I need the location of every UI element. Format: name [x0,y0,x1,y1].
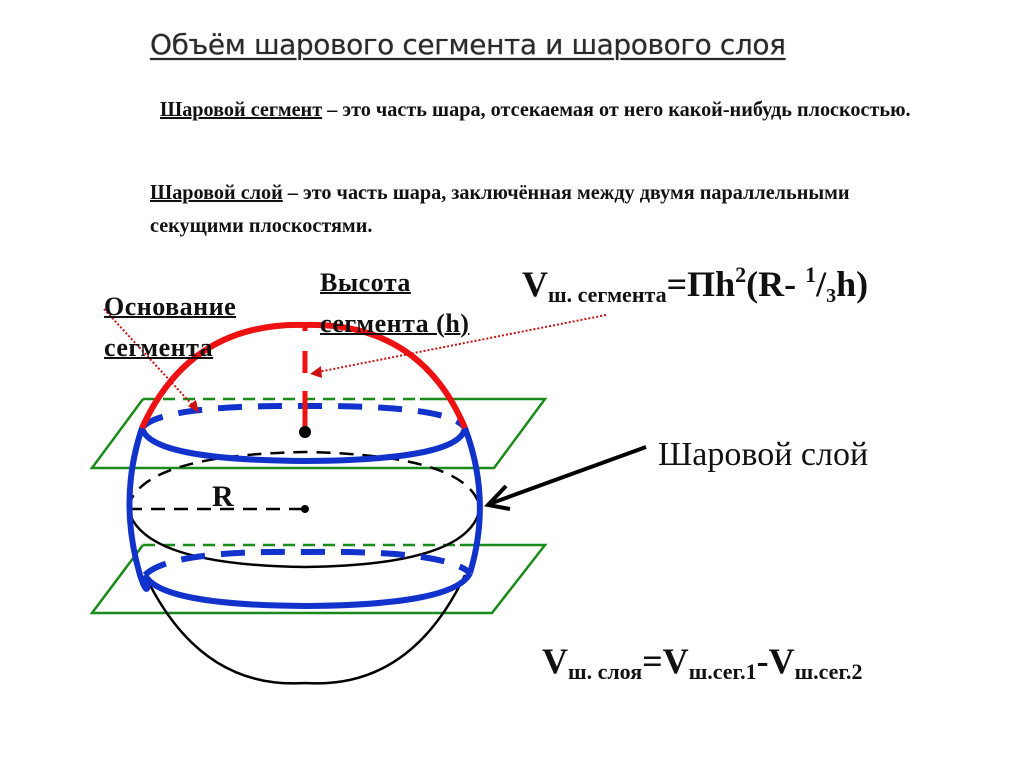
segment-height-label-line1: Высота [320,268,411,297]
spherical-layer-label: Шаровой слой [658,436,869,473]
base-center [299,426,311,438]
formula-v: V [542,641,568,681]
formula-subscript: ш. сегмента [548,282,667,307]
formula-part: -V [756,641,795,681]
formula-part: (R- [746,264,806,304]
formula-subscript: ш.сег.1 [688,659,757,684]
layer-left-side [126,427,151,592]
sphere-lower-outline [143,574,467,685]
radius-label: R [212,480,234,513]
layer-volume-formula: Vш. слоя=Vш.сег.1-Vш.сег.2 [542,640,862,685]
segment-base-label-line1: Основание [104,292,237,321]
equator-front [126,507,482,569]
sphere-center [301,505,309,513]
formula-subscript: ш.сег.2 [794,659,863,684]
formula-part: =V [642,641,689,681]
formula-fraction-numerator: 1 [805,262,817,287]
term-spherical-segment: Шаровой сегмент [160,97,323,121]
leader-line-base [103,308,199,413]
upper-cutting-plane [89,397,548,470]
definition-text: – это часть шара, отсекаемая от него как… [322,97,911,121]
lower-circle-back [142,548,473,578]
layer-arrow [484,445,647,511]
layer-right-side [462,426,483,574]
leader-line-height [310,314,607,378]
formula-fraction-denominator: 3 [826,285,837,307]
definition-spherical-layer: Шаровой слой – это часть шара, заключённ… [150,176,921,242]
definition-spherical-segment: Шаровой сегмент – это часть шара, отсека… [160,93,931,126]
formula-subscript: ш. слоя [568,659,643,684]
upper-circle-front [139,426,468,465]
term-spherical-layer: Шаровой слой [150,180,283,204]
lower-circle-front [142,571,473,610]
formula-part: h) [836,264,869,304]
segment-base-label-line2: сегмента [104,333,214,362]
equator-back [126,450,482,509]
formula-exponent: 2 [735,262,747,287]
definition-text: – это часть шара, заключённая между двум… [150,180,850,237]
formula-part: =Пh [666,264,736,304]
slide-title: Объём шарового сегмента и шарового слоя [150,28,786,61]
formula-fraction-slash: / [816,264,827,304]
segment-volume-formula: Vш. сегмента=Пh2(R- 1/3h) [522,262,868,308]
segment-height-label-line2: сегмента (h) [320,309,470,338]
lower-cutting-plane [89,543,548,615]
formula-v: V [522,264,548,304]
